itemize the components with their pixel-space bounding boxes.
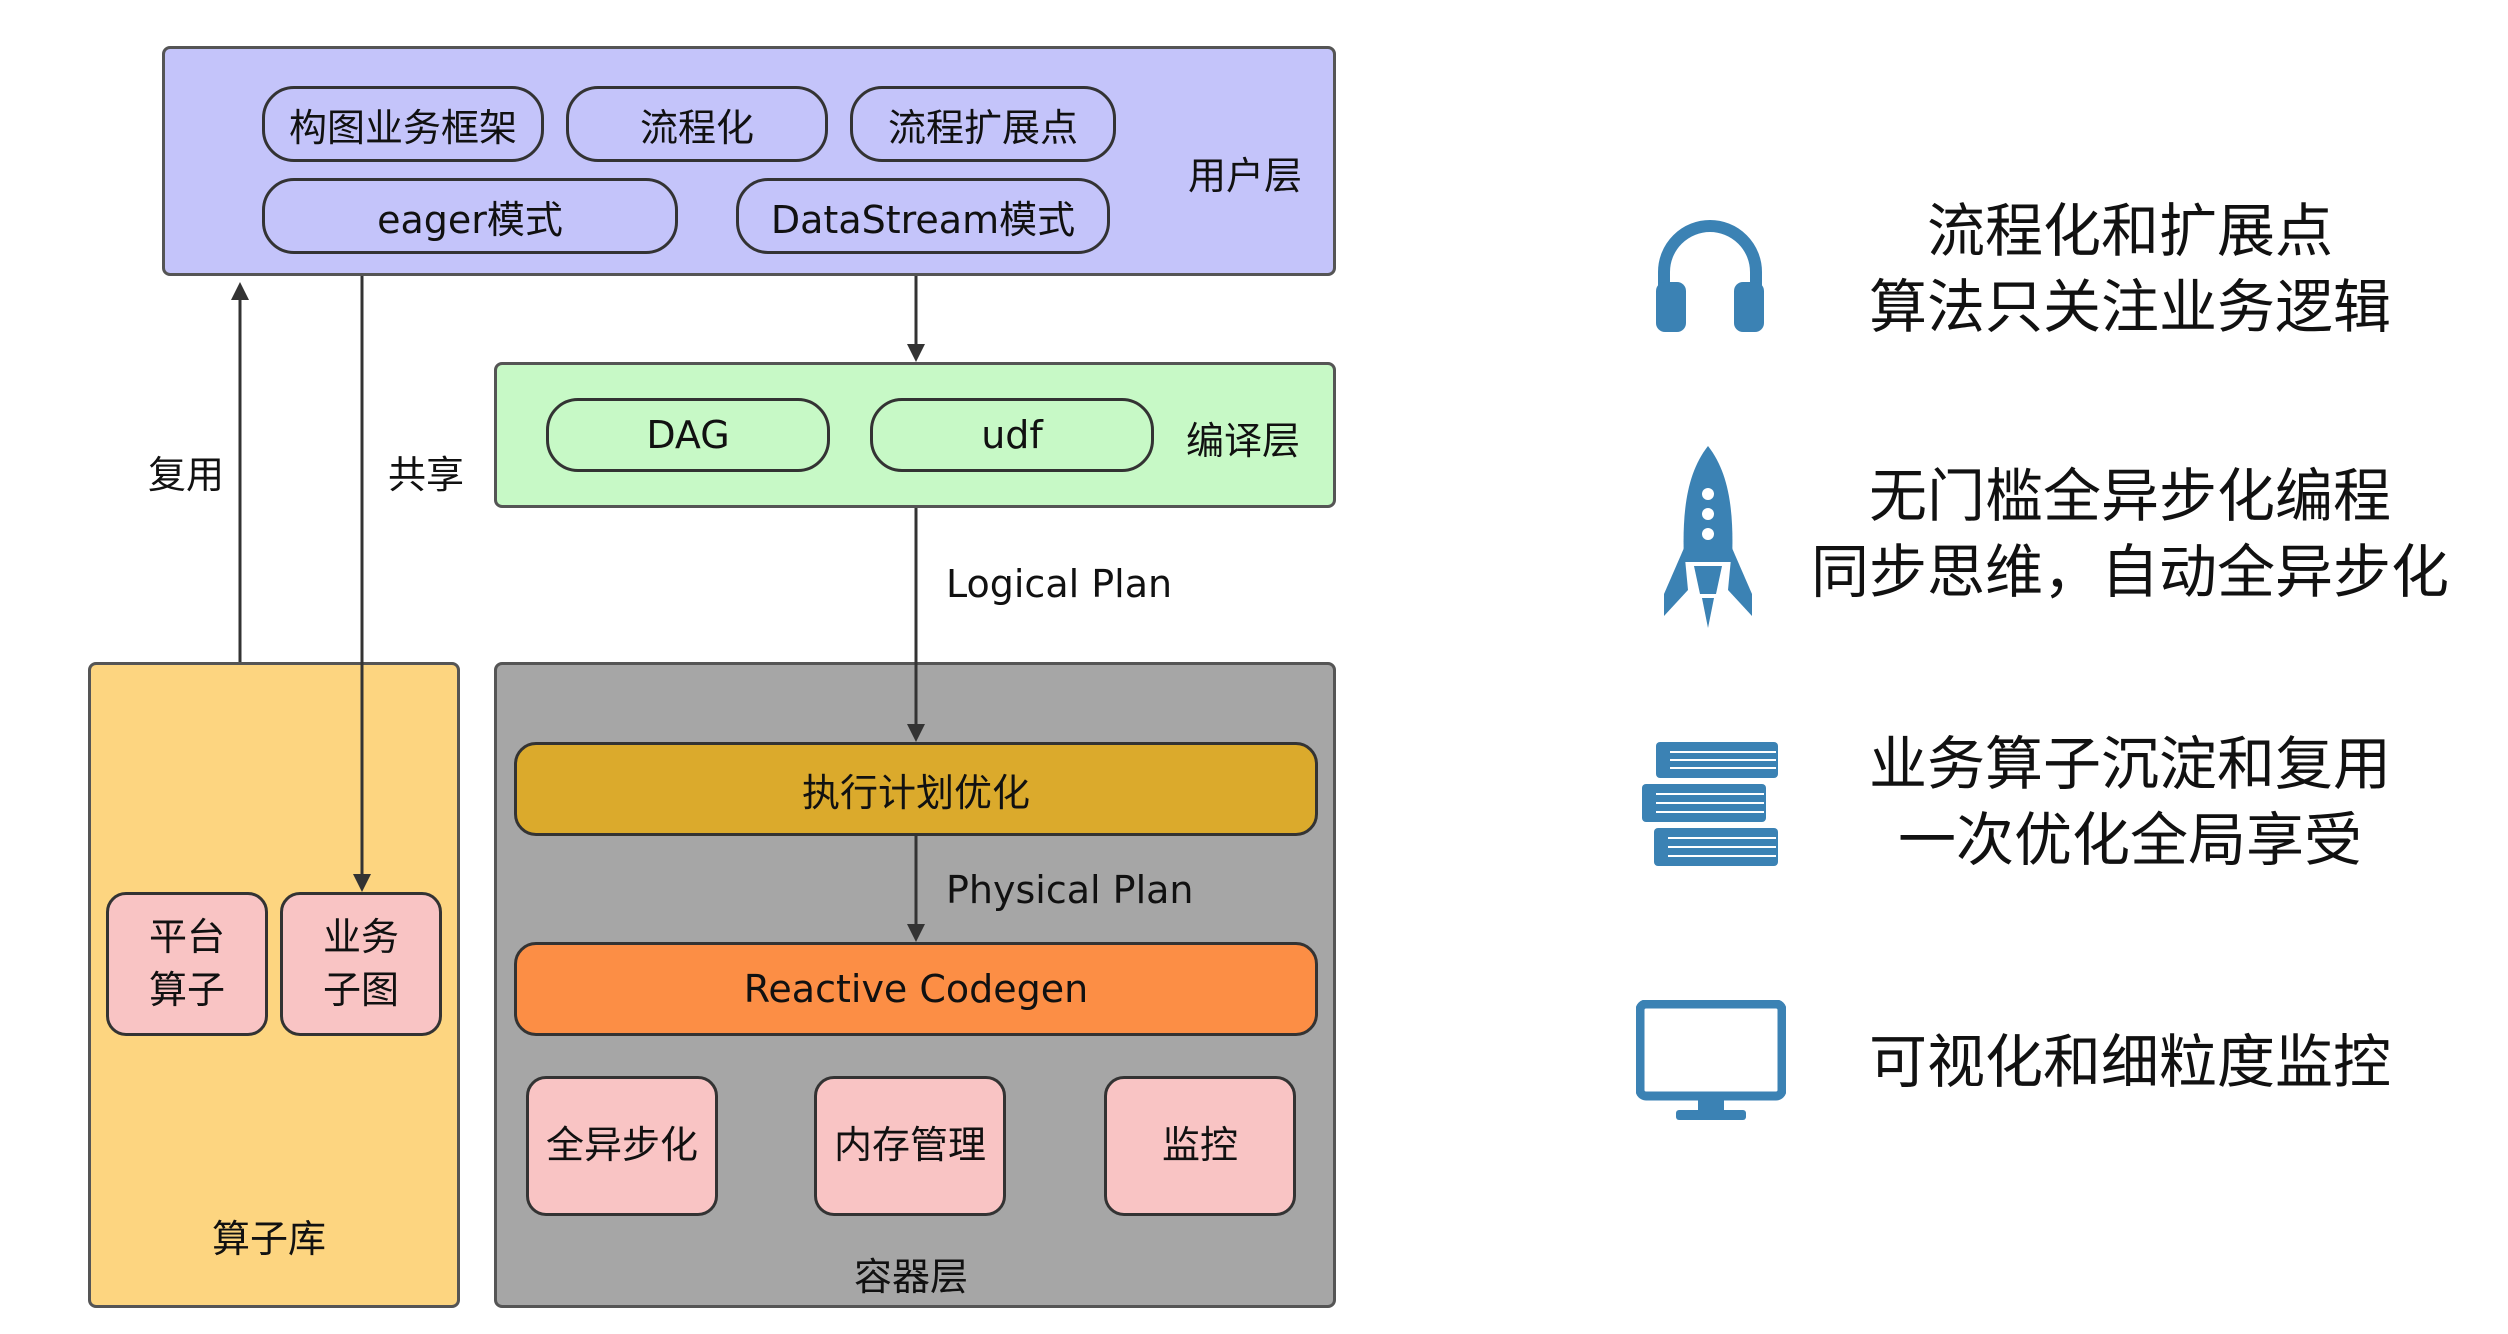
share-label: 共享 <box>388 453 465 497</box>
compile-item-dag: DAG <box>546 398 830 472</box>
user-item-eager-mode: eager模式 <box>262 178 678 254</box>
reuse-label: 复用 <box>148 453 225 497</box>
memory-management-box: 内存管理 <box>814 1076 1006 1216</box>
logical-plan-label: Logical Plan <box>946 562 1173 606</box>
reuse-arrowhead <box>231 282 249 300</box>
physical-plan-label: Physical Plan <box>946 868 1194 912</box>
container-layer-label: 容器层 <box>854 1255 969 1299</box>
business-subgraph-line1: 业务 <box>322 914 399 959</box>
feature-2-line1: 无门槛全异步化编程 <box>1868 462 2391 530</box>
books-icon <box>1642 742 1778 866</box>
compile-item-udf: udf <box>870 398 1154 472</box>
user-item-graph-framework: 构图业务框架 <box>262 86 544 162</box>
full-async-box: 全异步化 <box>526 1076 718 1216</box>
rocket-icon <box>1664 446 1752 628</box>
feature-3-text: 业务算子沉淀和复用 一次优化全局享受 <box>1800 726 2460 878</box>
feature-4-line1: 可视化和细粒度监控 <box>1868 1028 2391 1096</box>
feature-3-line2: 一次优化全局享受 <box>1897 806 2362 874</box>
compile-layer <box>494 362 1336 508</box>
logical-plan-arrowhead <box>907 724 925 742</box>
operator-library-label: 算子库 <box>212 1217 327 1261</box>
user-item-datastream-mode: DataStream模式 <box>736 178 1110 254</box>
platform-operator-box: 平台算子 <box>106 892 268 1036</box>
monitoring-box: 监控 <box>1104 1076 1296 1216</box>
user-to-compile-arrowhead <box>907 344 925 362</box>
share-arrowhead <box>353 874 371 892</box>
business-subgraph-box: 业务子图 <box>280 892 442 1036</box>
feature-1-line1: 流程化和扩展点 <box>1926 197 2333 265</box>
feature-1-line2: 算法只关注业务逻辑 <box>1868 273 2391 341</box>
headphones-icon <box>1656 220 1764 332</box>
compile-layer-label: 编译层 <box>1186 419 1301 463</box>
business-subgraph-line2: 子图 <box>322 968 399 1012</box>
feature-3-line1: 业务算子沉淀和复用 <box>1868 730 2391 798</box>
feature-4-text: 可视化和细粒度监控 <box>1800 1024 2460 1100</box>
user-item-extension-point: 流程扩展点 <box>850 86 1116 162</box>
plan-optimization-box: 执行计划优化 <box>514 742 1318 836</box>
user-layer-label: 用户层 <box>1188 154 1303 198</box>
user-item-process: 流程化 <box>566 86 828 162</box>
feature-2-text: 无门槛全异步化编程 同步思维，自动全异步化 <box>1800 458 2460 610</box>
platform-operator-line2: 算子 <box>148 968 225 1012</box>
monitor-icon <box>1636 1000 1786 1120</box>
physical-plan-arrowhead <box>907 924 925 942</box>
platform-operator-line1: 平台 <box>148 914 225 959</box>
reactive-codegen-box: Reactive Codegen <box>514 942 1318 1036</box>
feature-1-text: 流程化和扩展点 算法只关注业务逻辑 <box>1800 193 2460 345</box>
feature-2-line2: 同步思维，自动全异步化 <box>1810 538 2449 606</box>
